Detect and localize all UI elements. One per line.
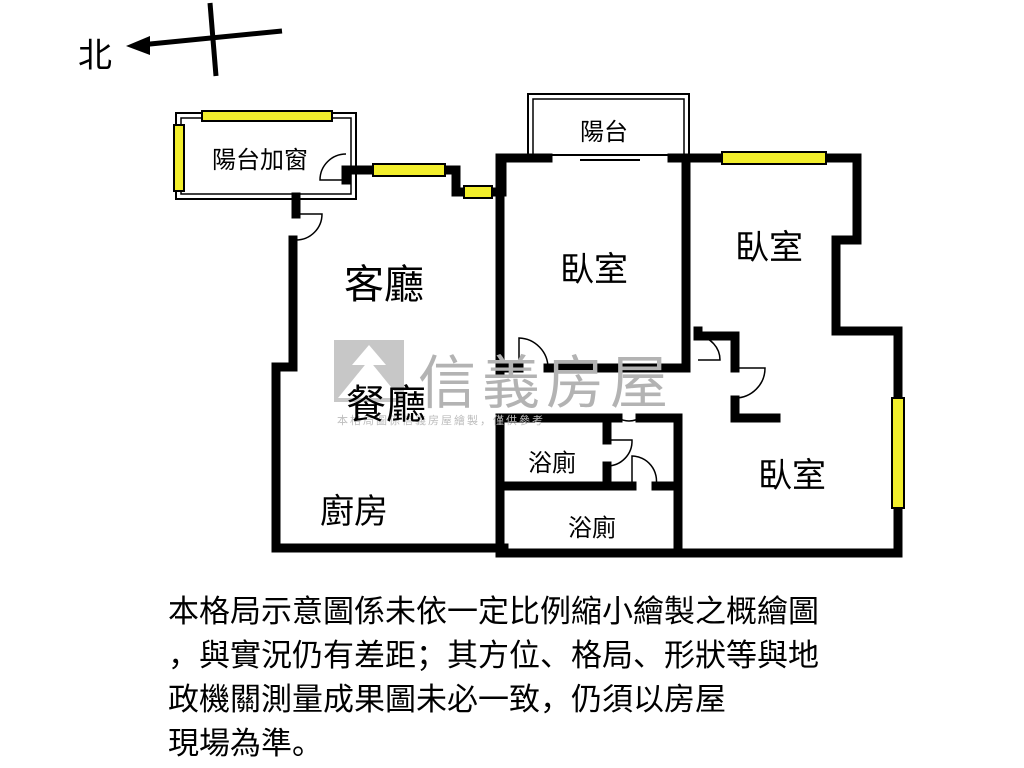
disclaimer-line: 現場為準。 [168,726,323,762]
room-bedroom-top-right: 臥室 [735,228,803,268]
compass-north-label: 北 [78,36,112,76]
disclaimer: 本格局示意圖係未依一定比例縮小繪製之概繪圖 ，與實況仍有差距；其方位、格局、形狀… [168,590,968,766]
disclaimer-line: 本格局示意圖係未依一定比例縮小繪製之概繪圖 [168,594,819,630]
watermark-caption: 本格局圖係信義房屋繪製，僅供參考 [337,414,545,427]
room-bedroom-bottom-right: 臥室 [758,456,826,496]
walls [271,153,903,558]
room-living: 客廳 [344,262,424,308]
disclaimer-line: 政機關測量成果圖未必一致，仍須以房屋 [168,682,726,718]
room-balcony-window: 陽台加窗 [212,146,308,174]
room-bedroom-center: 臥室 [560,250,628,290]
disclaimer-line: ，與實況仍有差距；其方位、格局、形狀等與地 [168,638,819,674]
windows [173,110,905,509]
watermark-logo-icon [334,340,404,402]
room-kitchen: 廚房 [320,492,388,532]
doors [295,153,766,487]
room-balcony: 陽台 [580,118,628,146]
room-bathroom-lower: 浴廁 [568,514,616,542]
watermark-brand: 信義房屋 [418,349,675,417]
room-dining: 餐廳 [346,382,426,428]
north-arrow-icon [126,2,283,77]
room-bathroom-upper: 浴廁 [528,449,576,477]
balcony-outline [527,93,690,161]
